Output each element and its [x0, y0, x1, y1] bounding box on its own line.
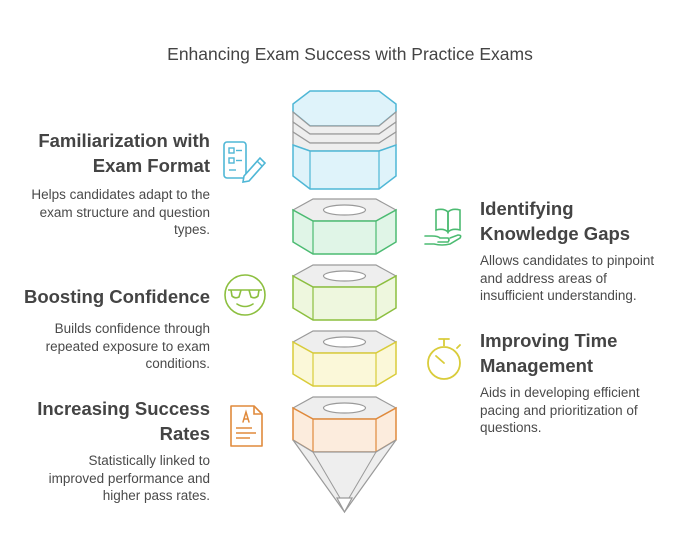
diagram-title: Enhancing Exam Success with Practice Exa… [167, 44, 533, 64]
pencil-segment-3 [291, 264, 398, 321]
item-1-heading: Familiarization with Exam Format [38, 130, 210, 176]
item-2-description: Allows candidates to pinpoint and addres… [480, 253, 655, 303]
graded-paper-icon [230, 405, 263, 447]
book-hand-icon [424, 208, 462, 246]
item-3-description: Builds confidence through repeated expos… [45, 321, 210, 371]
pencil-segment-4 [291, 330, 398, 387]
pencil-tip [292, 439, 397, 514]
pencil-segment-2 [291, 198, 398, 255]
item-5-heading: Increasing Success Rates [37, 398, 210, 444]
pencil-segment-5 [291, 396, 398, 453]
stopwatch-icon [427, 338, 461, 380]
item-4-description: Aids in developing efficient pacing and … [480, 385, 640, 435]
pencil-segment-1 [292, 90, 397, 190]
checklist-pencil-icon [223, 141, 267, 183]
item-4-heading: Improving Time Management [480, 330, 618, 376]
item-5-description: Statistically linked to improved perform… [48, 453, 210, 503]
item-2-heading: Identifying Knowledge Gaps [480, 198, 631, 244]
sunglasses-face-icon [224, 274, 266, 316]
item-3-heading: Boosting Confidence [23, 286, 210, 307]
item-1-description: Helps candidates adapt to the exam struc… [31, 187, 210, 237]
